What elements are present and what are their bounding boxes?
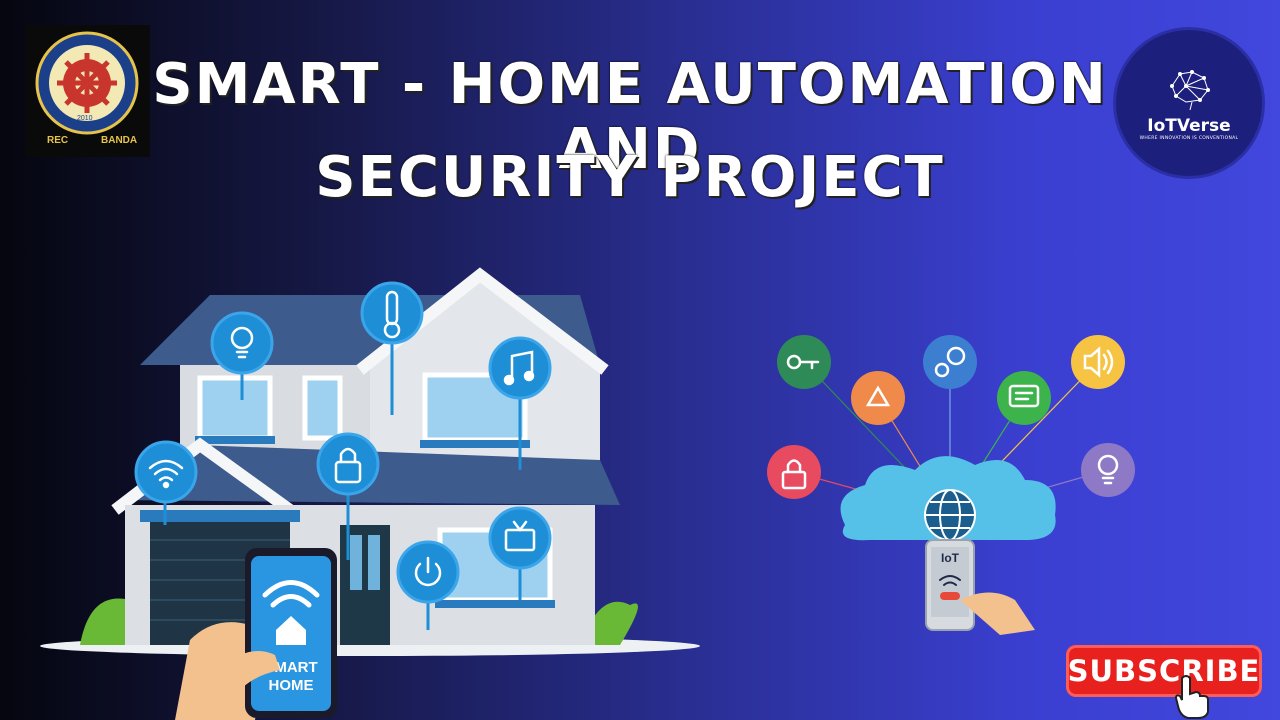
power-icon <box>414 556 442 587</box>
globe-icon <box>924 489 976 541</box>
iotverse-logo: IoTVerse WHERE INNOVATION IS CONVENTIONA… <box>1116 30 1262 176</box>
logo-text-rec: REC <box>47 135 68 146</box>
speaker-icon <box>1083 346 1114 378</box>
recycle-icon <box>865 385 891 407</box>
iotverse-tagline: WHERE INNOVATION IS CONVENTIONAL <box>1139 136 1239 141</box>
lock-icon-right <box>781 459 807 490</box>
iotverse-name: IoTVerse <box>1147 116 1231 136</box>
key-icon <box>786 354 820 370</box>
iot-phone-label: IoT <box>941 551 960 565</box>
gears-icon <box>934 346 966 378</box>
tv-icon <box>504 520 536 552</box>
wifi-icon <box>148 459 184 489</box>
logo-text-banda: BANDA <box>101 135 137 146</box>
rec-banda-logo: REC BANDA 2010 <box>25 25 150 157</box>
bulb-icon-right <box>1097 454 1119 485</box>
title-line-2: SECURITY PROJECT <box>315 145 945 210</box>
subscribe-button[interactable]: SUBSCRIBE <box>1066 645 1262 697</box>
brain-network-icon <box>1170 70 1210 110</box>
hand-cursor-icon <box>1174 675 1209 719</box>
lock-icon <box>334 447 362 484</box>
logo-year: 2010 <box>77 115 93 122</box>
phone-text-home: HOME <box>269 677 314 694</box>
iot-cloud-illustration: IoT <box>767 335 1135 635</box>
music-icon <box>503 350 535 386</box>
thermometer-icon <box>383 290 401 339</box>
title-line-1: SMART - HOME AUTOMATION AND <box>152 52 1108 182</box>
smart-house-illustration: SMART HOME <box>40 267 700 720</box>
chat-icon <box>1008 384 1040 408</box>
bulb-icon <box>230 326 254 359</box>
